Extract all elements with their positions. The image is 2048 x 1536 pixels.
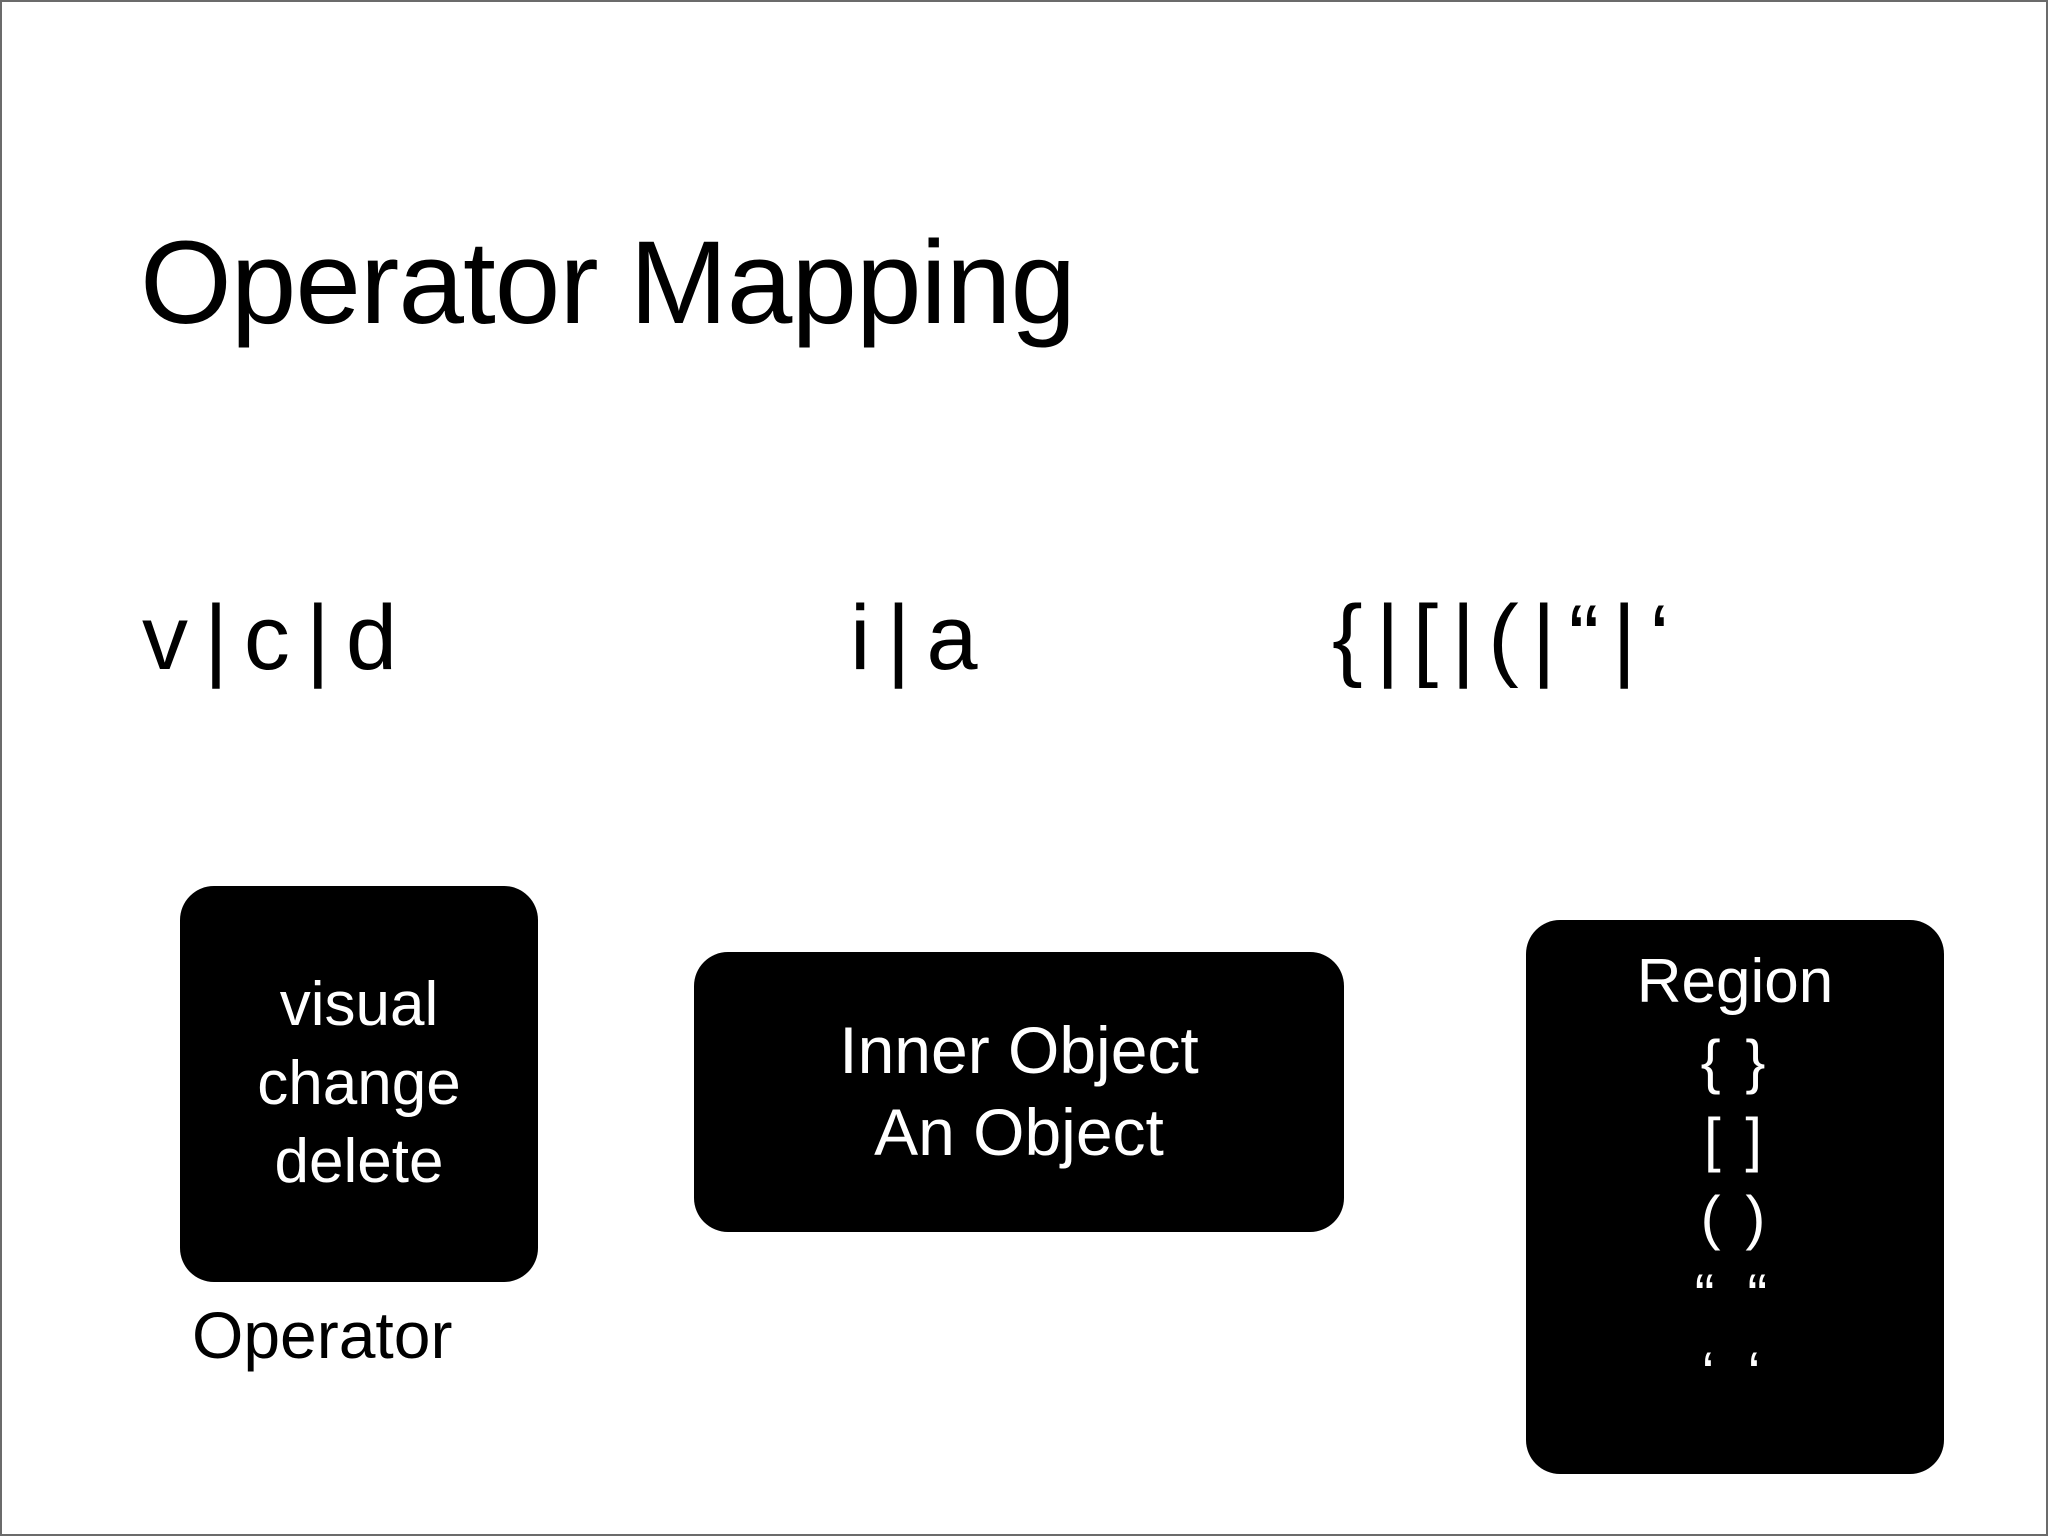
card-region-parens: ( ) — [1700, 1184, 1770, 1252]
key-token-double-quote: “ — [1568, 587, 1600, 689]
key-separator: | — [1531, 587, 1556, 689]
key-token-a: a — [926, 587, 978, 689]
key-token-i: i — [850, 587, 871, 689]
key-token-single-quote: ‘ — [1649, 587, 1670, 689]
card-line-inner-object: Inner Object — [839, 1013, 1199, 1088]
card-region-brackets: [ ] — [1703, 1106, 1766, 1174]
key-group-operator: v|c|d — [142, 592, 397, 684]
key-token-paren: ( — [1488, 587, 1519, 689]
caption-operator: Operator — [192, 1298, 453, 1372]
card-object-scope: Inner Object An Object — [694, 952, 1344, 1232]
key-separator: | — [1375, 587, 1400, 689]
key-separator: | — [886, 587, 911, 689]
key-token-d: d — [345, 587, 397, 689]
page-title: Operator Mapping — [140, 217, 1076, 349]
card-region-braces: { } — [1700, 1028, 1770, 1096]
card-region-single-quotes: ‘ ‘ — [1701, 1340, 1769, 1408]
card-line-an-object: An Object — [874, 1095, 1164, 1169]
key-group-inner-object: i|a — [850, 592, 978, 684]
key-token-brace: { — [1332, 587, 1363, 689]
card-line-change: change — [257, 1048, 461, 1118]
key-token-c: c — [243, 587, 290, 689]
card-region-delimiters: Region { } [ ] ( ) “ “ ‘ ‘ — [1526, 920, 1944, 1474]
card-region-title: Region — [1636, 947, 1834, 1016]
key-separator: | — [204, 587, 228, 689]
card-region-double-quotes: “ “ — [1694, 1262, 1776, 1330]
card-line-delete: delete — [274, 1127, 444, 1197]
key-separator: | — [305, 587, 330, 689]
key-separator: | — [1451, 587, 1476, 689]
key-group-region: {|[|(|“|‘ — [1332, 592, 1670, 684]
key-separator: | — [1612, 587, 1637, 689]
key-token-bracket: [ — [1412, 587, 1439, 689]
card-line-visual: visual — [279, 969, 439, 1039]
card-operator-actions: visual change delete — [180, 886, 538, 1282]
key-token-v: v — [142, 587, 188, 689]
